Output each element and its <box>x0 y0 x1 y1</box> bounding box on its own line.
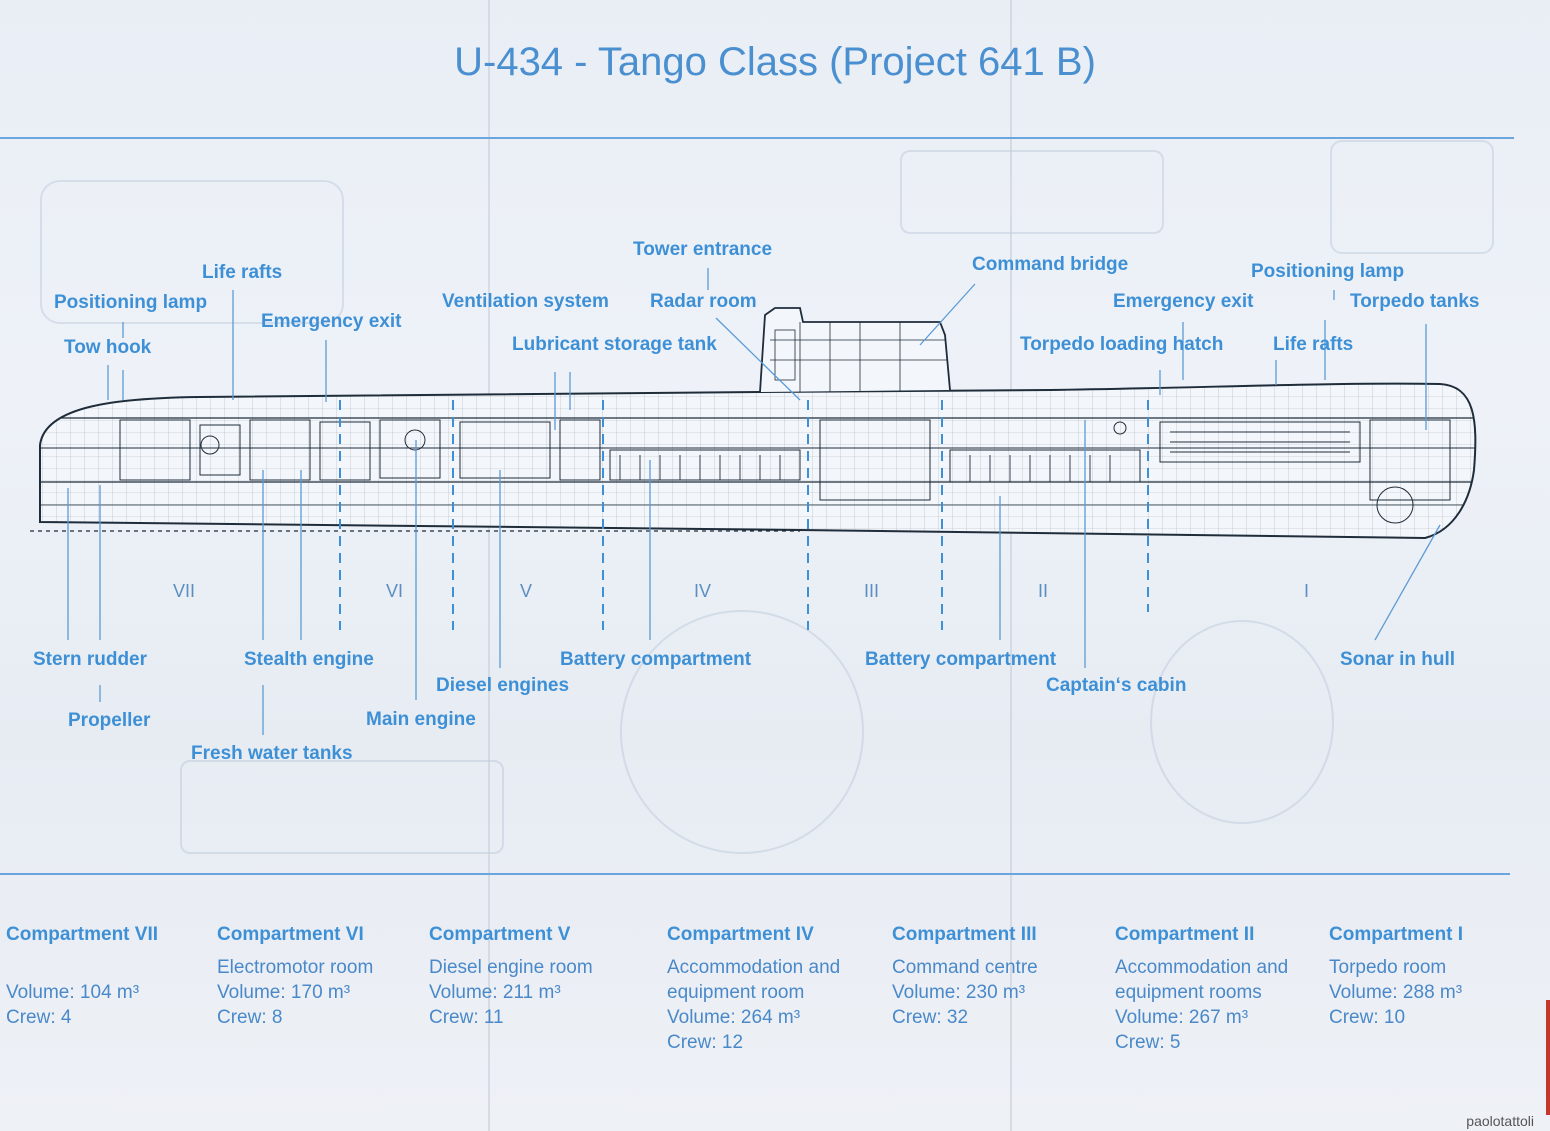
compartment-info-iii: Compartment III Command centre Volume: 2… <box>892 922 1038 1030</box>
compartment-line: Crew: 8 <box>217 1007 283 1028</box>
paper-fold-line <box>488 0 490 1131</box>
label-life-rafts-bow: Life rafts <box>1273 334 1354 355</box>
compartment-numeral: I <box>1304 581 1310 601</box>
credit-watermark: paolotattoli <box>1466 1113 1534 1129</box>
compartment-line: Crew: 4 <box>6 1007 72 1028</box>
compartment-line: equipment rooms <box>1115 982 1262 1003</box>
label-stern-rudder: Stern rudder <box>33 649 148 670</box>
compartment-numeral: IV <box>694 581 712 601</box>
compartment-heading: Compartment V <box>429 924 571 945</box>
bottom-divider <box>0 873 1510 875</box>
compartment-line: Volume: 170 m³ <box>217 982 351 1003</box>
compartment-line: Volume: 211 m³ <box>429 982 561 1003</box>
compartment-line: Volume: 230 m³ <box>892 982 1026 1003</box>
label-torpedo-tanks: Torpedo tanks <box>1350 291 1480 312</box>
label-life-rafts-stern: Life rafts <box>202 262 283 283</box>
submarine-cutaway-diagram <box>30 268 1477 735</box>
compartment-line: Crew: 32 <box>892 1007 969 1028</box>
compartment-line: Electromotor room <box>217 957 374 978</box>
label-command-bridge: Command bridge <box>972 254 1129 275</box>
compartment-heading: Compartment I <box>1329 924 1464 945</box>
background-machinery-shape <box>1150 620 1334 824</box>
label-sonar-in-hull: Sonar in hull <box>1340 649 1456 670</box>
compartment-info-vii: Compartment VII Volume: 104 m³ Crew: 4 <box>6 922 158 1030</box>
compartment-line: Crew: 10 <box>1329 1007 1406 1028</box>
compartment-line: Volume: 104 m³ <box>6 982 140 1003</box>
page-title: U-434 - Tango Class (Project 641 B) <box>454 40 1096 84</box>
compartment-line: Volume: 264 m³ <box>667 1007 801 1028</box>
compartment-heading: Compartment II <box>1115 924 1255 945</box>
compartment-heading: Compartment VI <box>217 924 364 945</box>
compartment-line: Volume: 288 m³ <box>1329 982 1463 1003</box>
hull-outline <box>39 382 1477 540</box>
compartment-numeral: VII <box>173 581 196 601</box>
label-emergency-exit-bow: Emergency exit <box>1113 291 1254 312</box>
credit-bar: paolotattoli <box>10 1113 1540 1131</box>
compartment-numeral: V <box>520 581 533 601</box>
compartment-heading: Compartment VII <box>6 924 159 945</box>
compartment-info-ii: Compartment II Accommodation and equipme… <box>1115 922 1288 1055</box>
label-captains-cabin: Captain‘s cabin <box>1046 675 1187 696</box>
label-ventilation-system: Ventilation system <box>442 291 609 312</box>
compartment-info-vi: Compartment VI Electromotor room Volume:… <box>217 922 373 1030</box>
compartment-numeral: VI <box>386 581 404 601</box>
compartment-info-v: Compartment V Diesel engine room Volume:… <box>429 922 593 1030</box>
compartment-numeral: III <box>864 581 880 601</box>
label-diesel-engines: Diesel engines <box>436 675 570 696</box>
label-positioning-lamp-bow: Positioning lamp <box>1251 261 1405 282</box>
label-positioning-lamp-stern: Positioning lamp <box>54 292 208 313</box>
compartment-info-iv: Compartment IV Accommodation and equipme… <box>667 922 840 1055</box>
compartment-numeral: II <box>1038 581 1049 601</box>
background-machinery-shape <box>1330 140 1494 254</box>
label-stealth-engine: Stealth engine <box>244 649 374 670</box>
label-fresh-water-tanks: Fresh water tanks <box>191 743 353 764</box>
compartment-dividers <box>339 400 1149 630</box>
label-propeller: Propeller <box>68 710 151 731</box>
label-radar-room: Radar room <box>650 291 757 312</box>
compartment-line: Command centre <box>892 957 1038 978</box>
top-divider <box>0 137 1514 139</box>
compartment-line: Volume: 267 m³ <box>1115 1007 1249 1028</box>
paper-fold-line <box>1010 0 1012 1131</box>
compartment-line: equipment room <box>667 982 805 1003</box>
label-tow-hook: Tow hook <box>64 337 152 358</box>
label-main-engine: Main engine <box>366 709 476 730</box>
compartment-heading: Compartment III <box>892 924 1037 945</box>
compartment-info-i: Compartment I Torpedo room Volume: 288 m… <box>1329 922 1463 1030</box>
label-battery-compartment-aft: Battery compartment <box>560 649 752 670</box>
compartment-line <box>6 955 158 980</box>
leader-lines <box>67 268 1441 735</box>
hull-interior <box>40 383 1476 538</box>
label-battery-compartment-fwd: Battery compartment <box>865 649 1057 670</box>
compartment-line: Torpedo room <box>1329 957 1447 978</box>
background-machinery-shape <box>620 610 864 854</box>
compartment-line: Accommodation and <box>667 957 841 978</box>
compartment-line: Crew: 5 <box>1115 1032 1181 1053</box>
compartment-heading: Compartment IV <box>667 924 814 945</box>
conning-tower <box>759 307 951 393</box>
background-machinery-shape <box>900 150 1164 234</box>
label-emergency-exit-stern: Emergency exit <box>261 311 402 332</box>
compartment-line: Accommodation and <box>1115 957 1289 978</box>
page-edge-tab <box>1546 1000 1550 1115</box>
compartment-line: Crew: 11 <box>429 1007 504 1028</box>
label-lubricant-storage-tank: Lubricant storage tank <box>512 334 717 355</box>
background-machinery-shape <box>40 180 344 324</box>
compartment-line: Crew: 12 <box>667 1032 744 1053</box>
label-torpedo-loading-hatch: Torpedo loading hatch <box>1020 334 1224 355</box>
label-tower-entrance: Tower entrance <box>633 239 773 260</box>
background-machinery-shape <box>180 760 504 854</box>
compartment-line: Diesel engine room <box>429 957 593 978</box>
